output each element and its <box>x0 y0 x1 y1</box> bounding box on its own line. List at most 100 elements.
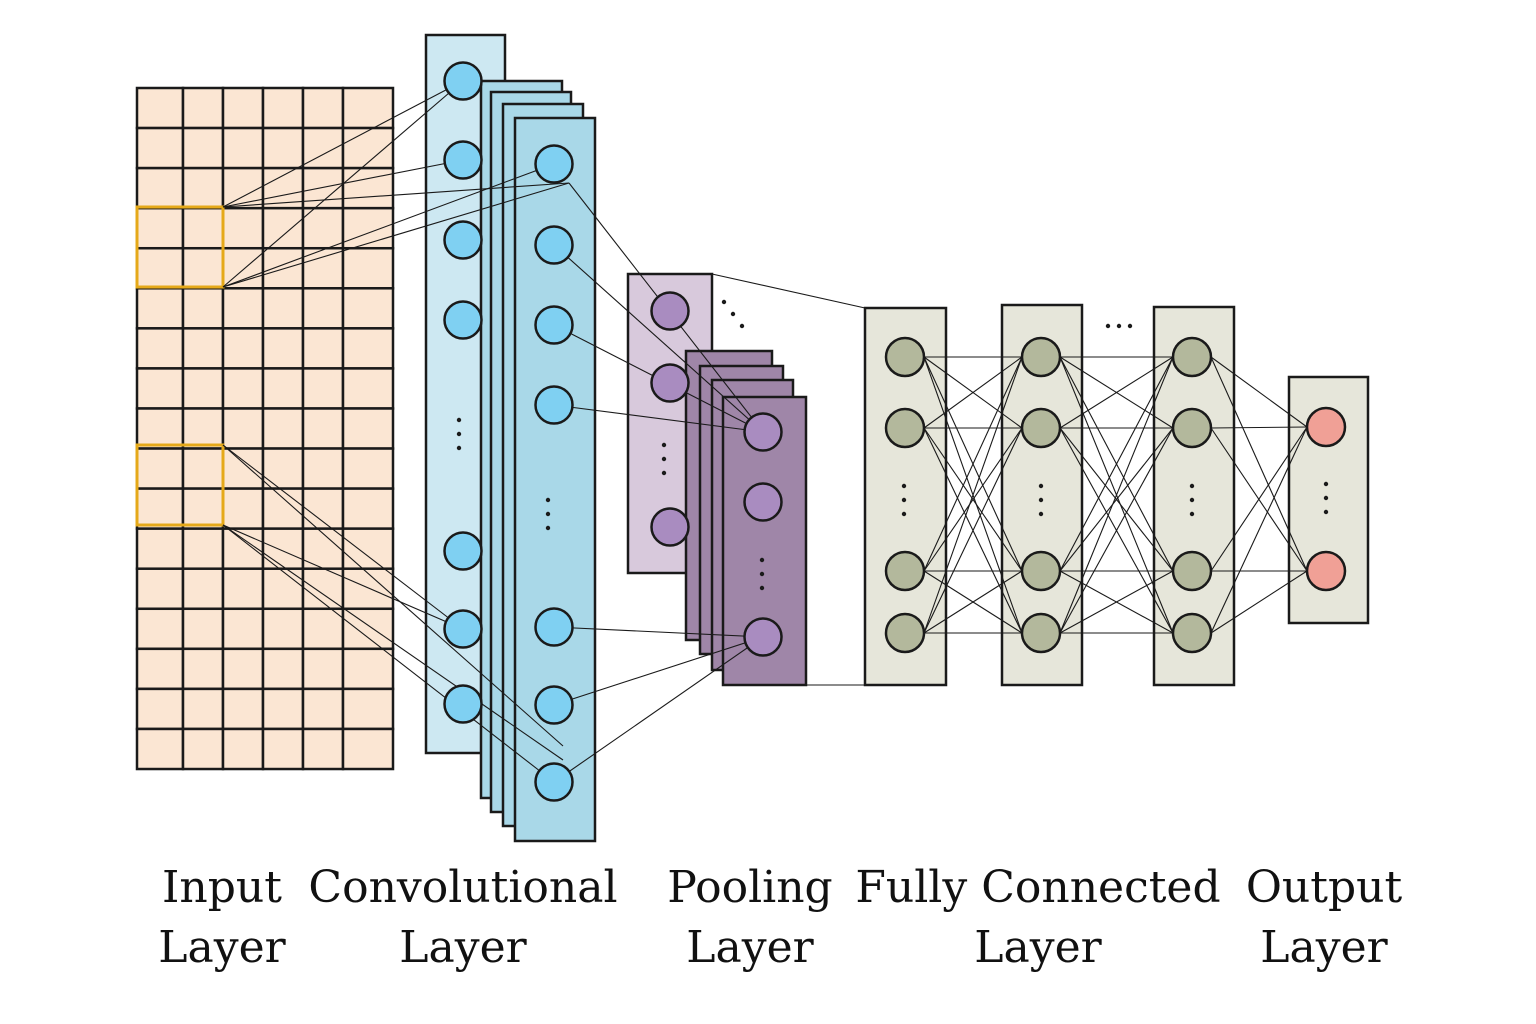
fc3-neuron <box>1171 612 1213 654</box>
connection-line <box>1210 426 1308 572</box>
input-cell <box>135 687 185 731</box>
connection-line <box>923 356 1023 634</box>
ellipsis-dot <box>1189 511 1195 517</box>
ellipsis-dot <box>1105 323 1111 329</box>
neuron-nodes <box>443 61 1347 802</box>
ellipsis-dot <box>1038 483 1044 489</box>
input-cell <box>181 86 225 130</box>
pool-neuron <box>650 363 690 403</box>
fc3-neuron <box>1171 407 1213 449</box>
connection-line <box>553 636 764 783</box>
input-cell <box>301 607 345 651</box>
input-cell <box>181 407 225 450</box>
connection-line <box>1059 427 1174 572</box>
input-cell <box>221 126 265 170</box>
input-cell <box>135 86 185 130</box>
input-cell <box>221 407 265 450</box>
input-cell <box>301 327 345 370</box>
connection-line <box>1210 356 1308 428</box>
ellipsis-dot <box>1038 497 1044 503</box>
input-cell <box>135 487 185 530</box>
input-cell <box>221 367 265 410</box>
connection-line <box>222 444 564 747</box>
ellipsis-dot <box>661 442 667 448</box>
fc2-neuron <box>1020 612 1062 654</box>
input-cell <box>221 727 265 771</box>
conv-neuron <box>534 607 574 647</box>
connection-line <box>1059 427 1174 634</box>
input-cell <box>135 647 185 691</box>
conv-neuron <box>534 762 574 802</box>
input-cell <box>135 447 185 490</box>
output-neuron <box>1305 406 1347 448</box>
input-cell <box>261 126 305 170</box>
connection-lines <box>222 80 1308 783</box>
input-cell <box>135 206 185 250</box>
input-cell <box>221 166 265 210</box>
input-cell <box>221 86 265 130</box>
input-cell <box>135 166 185 210</box>
input-cell <box>261 607 305 651</box>
connection-line <box>1210 570 1308 634</box>
input-cell <box>181 447 225 490</box>
input-cell <box>181 246 225 290</box>
ellipsis-dot <box>545 497 551 503</box>
ellipsis-dot <box>456 431 462 437</box>
pool-neuron <box>650 291 690 331</box>
input-cell <box>135 367 185 410</box>
conv-neuron <box>443 609 483 649</box>
input-cell <box>301 407 345 450</box>
input-cell <box>261 86 305 130</box>
input-cell <box>301 166 345 210</box>
input-cell <box>261 246 305 290</box>
input-cell <box>341 327 395 370</box>
conv-neuron <box>443 531 483 571</box>
input-cell <box>135 246 185 290</box>
input-cell <box>341 487 395 530</box>
ellipsis-dot <box>1189 497 1195 503</box>
ellipsis-dot <box>1323 509 1329 515</box>
conv-neuron <box>534 144 574 184</box>
input-cell <box>135 567 185 611</box>
input-cell <box>221 607 265 651</box>
input-cell <box>301 287 345 330</box>
input-cell <box>221 327 265 370</box>
input-cell <box>221 647 265 691</box>
input-cell <box>301 687 345 731</box>
ellipsis-dot <box>759 571 765 577</box>
connection-line <box>711 273 866 309</box>
ellipsis-dot <box>1323 495 1329 501</box>
input-cell <box>181 727 225 771</box>
ellipsis-dot <box>901 483 907 489</box>
ellipsis-dot <box>661 470 667 476</box>
pool-neuron <box>743 482 783 522</box>
connection-line <box>1059 356 1174 634</box>
input-cell <box>301 367 345 410</box>
connection-line <box>923 427 1023 634</box>
connection-line <box>1210 426 1308 634</box>
input-cell <box>135 287 185 330</box>
fc3-neuron <box>1171 336 1213 378</box>
label-pooling-layer: Pooling Layer <box>667 862 833 973</box>
input-cell <box>135 607 185 651</box>
connection-line <box>923 570 1023 634</box>
label-convolutional-layer: Convolutional Layer <box>308 862 618 973</box>
label-output-layer: Output Layer <box>1245 862 1403 973</box>
ellipsis-dot <box>759 557 765 563</box>
pool-neuron <box>650 507 690 547</box>
connection-line <box>1210 426 1308 429</box>
input-cell <box>261 527 305 570</box>
input-cell <box>135 327 185 370</box>
input-cell <box>221 447 265 490</box>
input-cell <box>221 567 265 611</box>
input-cell <box>261 327 305 370</box>
connection-line <box>222 80 464 208</box>
input-cell <box>341 727 395 771</box>
input-cell <box>181 126 225 170</box>
input-cell <box>341 86 395 130</box>
connection-line <box>923 427 1023 572</box>
connection-line <box>1059 356 1174 572</box>
fc2-neuron <box>1020 407 1062 449</box>
ellipsis-dot <box>1189 483 1195 489</box>
